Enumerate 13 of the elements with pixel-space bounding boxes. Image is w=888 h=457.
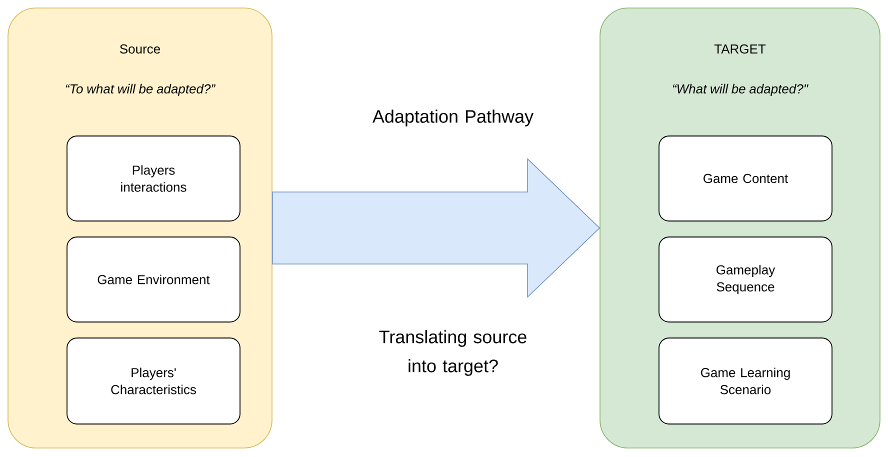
item-box: Players interactions: [66, 136, 240, 222]
block-arrow: [272, 158, 600, 298]
item-box: Game Learning Scenario: [658, 338, 832, 424]
panel-question: “To what will be adapted?”: [66, 84, 216, 96]
item-box: Game Environment: [66, 236, 240, 322]
caption-text: Adaptation Pathway: [372, 110, 534, 126]
item-box: Players' Characteristics: [66, 338, 240, 424]
panel-heading: TARGET: [714, 44, 766, 54]
item-box: Game Content: [658, 136, 832, 222]
panel-question: “What will be adapted?": [672, 84, 808, 96]
item-box: Gameplay Sequence: [658, 236, 832, 322]
caption-text: Translating source into target?: [379, 330, 526, 376]
panel-heading: Source: [120, 44, 160, 54]
